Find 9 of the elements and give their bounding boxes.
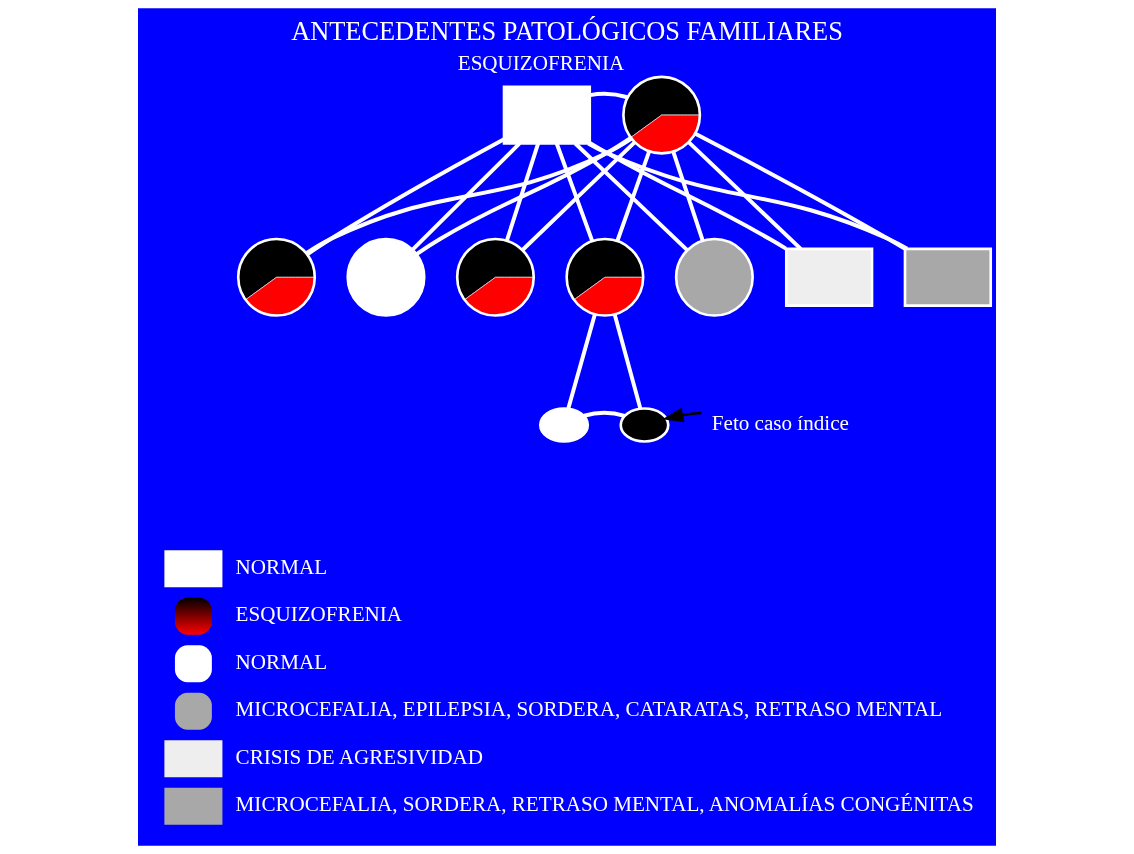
legend-label: MICROCEFALIA, SORDERA, RETRASO MENTAL, ANOMALÍAS CONGÉNITAS	[235, 792, 974, 817]
legend-label: NORMAL	[235, 554, 328, 579]
legend-label: NORMAL	[235, 649, 328, 674]
node-label: ESQUIZOFRENIA	[457, 50, 625, 75]
node-text: Feto caso índice	[711, 411, 849, 436]
legend-label: MICROCEFALIA, EPILEPSIA, SORDERA, CATARATAS, RETRASO MENTAL	[235, 697, 943, 722]
legend-label: CRISIS DE AGRESIVIDAD	[235, 744, 483, 769]
diagram-title: ANTECEDENTES PATOLÓGICOS FAMILIARES	[291, 16, 843, 46]
legend-label: ESQUIZOFRENIA	[235, 602, 403, 627]
